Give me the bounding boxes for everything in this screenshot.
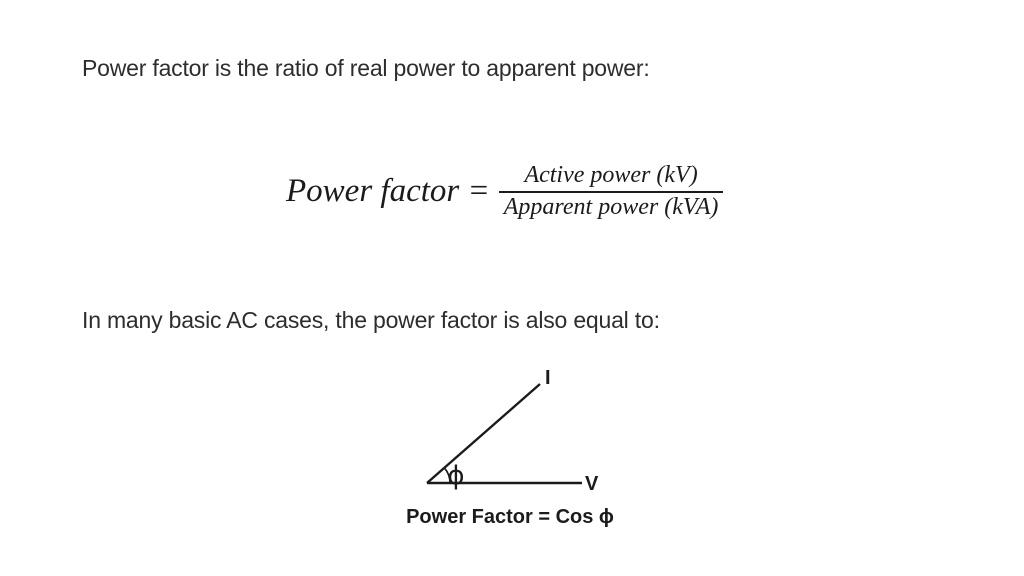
diagram-caption: Power Factor = Cos ϕ [406, 506, 614, 528]
formula-lhs: Power factor = [286, 172, 490, 209]
fraction-bar [498, 190, 724, 193]
second-text: In many basic AC cases, the power factor… [82, 307, 660, 333]
voltage-label: V [585, 473, 599, 495]
formula-numerator: Active power (kV) [524, 162, 698, 189]
angle-arc [443, 467, 451, 484]
current-label: I [545, 367, 551, 389]
formula-fraction: Active power (kV) Apparent power (kVA) [498, 162, 724, 220]
phi-angle-label: ϕ [447, 461, 464, 491]
formula-denominator: Apparent power (kVA) [503, 193, 719, 220]
phasor-angle-diagram: ϕ I V [426, 367, 599, 495]
intro-text: Power factor is the ratio of real power … [82, 55, 650, 81]
power-factor-formula: Power factor = Active power (kV) Apparen… [286, 160, 724, 222]
current-vector-line [426, 383, 541, 484]
